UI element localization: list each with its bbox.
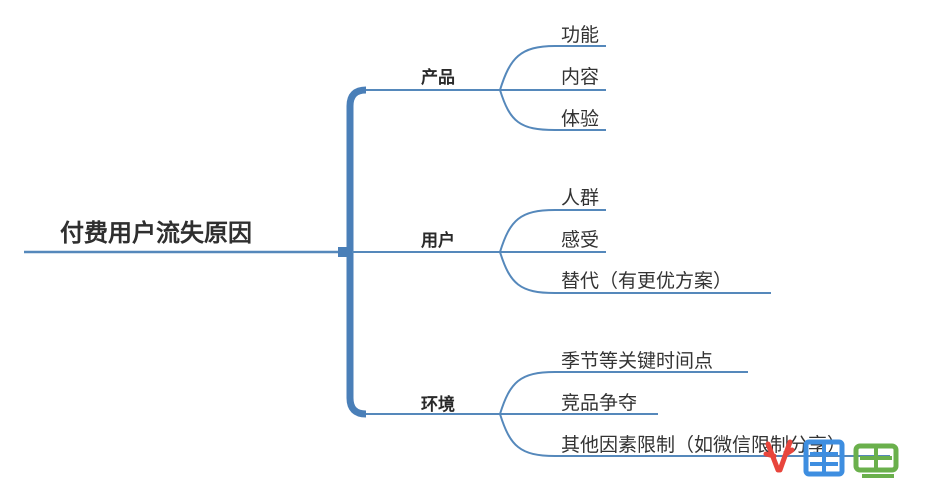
logo-person-mark (763, 439, 795, 473)
leaf-topic[interactable]: 人群 (561, 187, 600, 209)
leaf-topic[interactable]: 感受 (561, 229, 600, 251)
connector-user-1 (499, 209, 606, 253)
leaf-topic[interactable]: 竞品争夺 (561, 392, 638, 414)
watermark-logo (763, 439, 899, 478)
leaf-topic[interactable]: 内容 (561, 66, 600, 88)
branch-topic-user[interactable]: 用户 (421, 231, 455, 251)
connector-user-3 (499, 251, 771, 294)
leaf-topic[interactable]: 季节等关键时间点 (561, 350, 714, 372)
leaf-topic[interactable]: 其他因素限制（如微信限制分享） (561, 434, 847, 456)
connector-env-3 (499, 413, 890, 457)
leaf-topic[interactable]: 体验 (561, 108, 600, 130)
connector-product-3 (499, 89, 606, 131)
leaf-topic[interactable]: 替代（有更优方案） (561, 270, 733, 292)
bracket-node (338, 247, 352, 257)
root-topic[interactable]: 付费用户流失原因 (60, 219, 252, 247)
connector-product-1 (499, 45, 606, 91)
branch-topic-product[interactable]: 产品 (421, 68, 455, 88)
branch-topic-environment[interactable]: 环境 (421, 395, 455, 415)
leaf-topic[interactable]: 功能 (561, 24, 600, 46)
logo-character-mark (803, 439, 845, 477)
logo-fish-mark (853, 443, 899, 478)
connector-env-1 (499, 371, 748, 415)
